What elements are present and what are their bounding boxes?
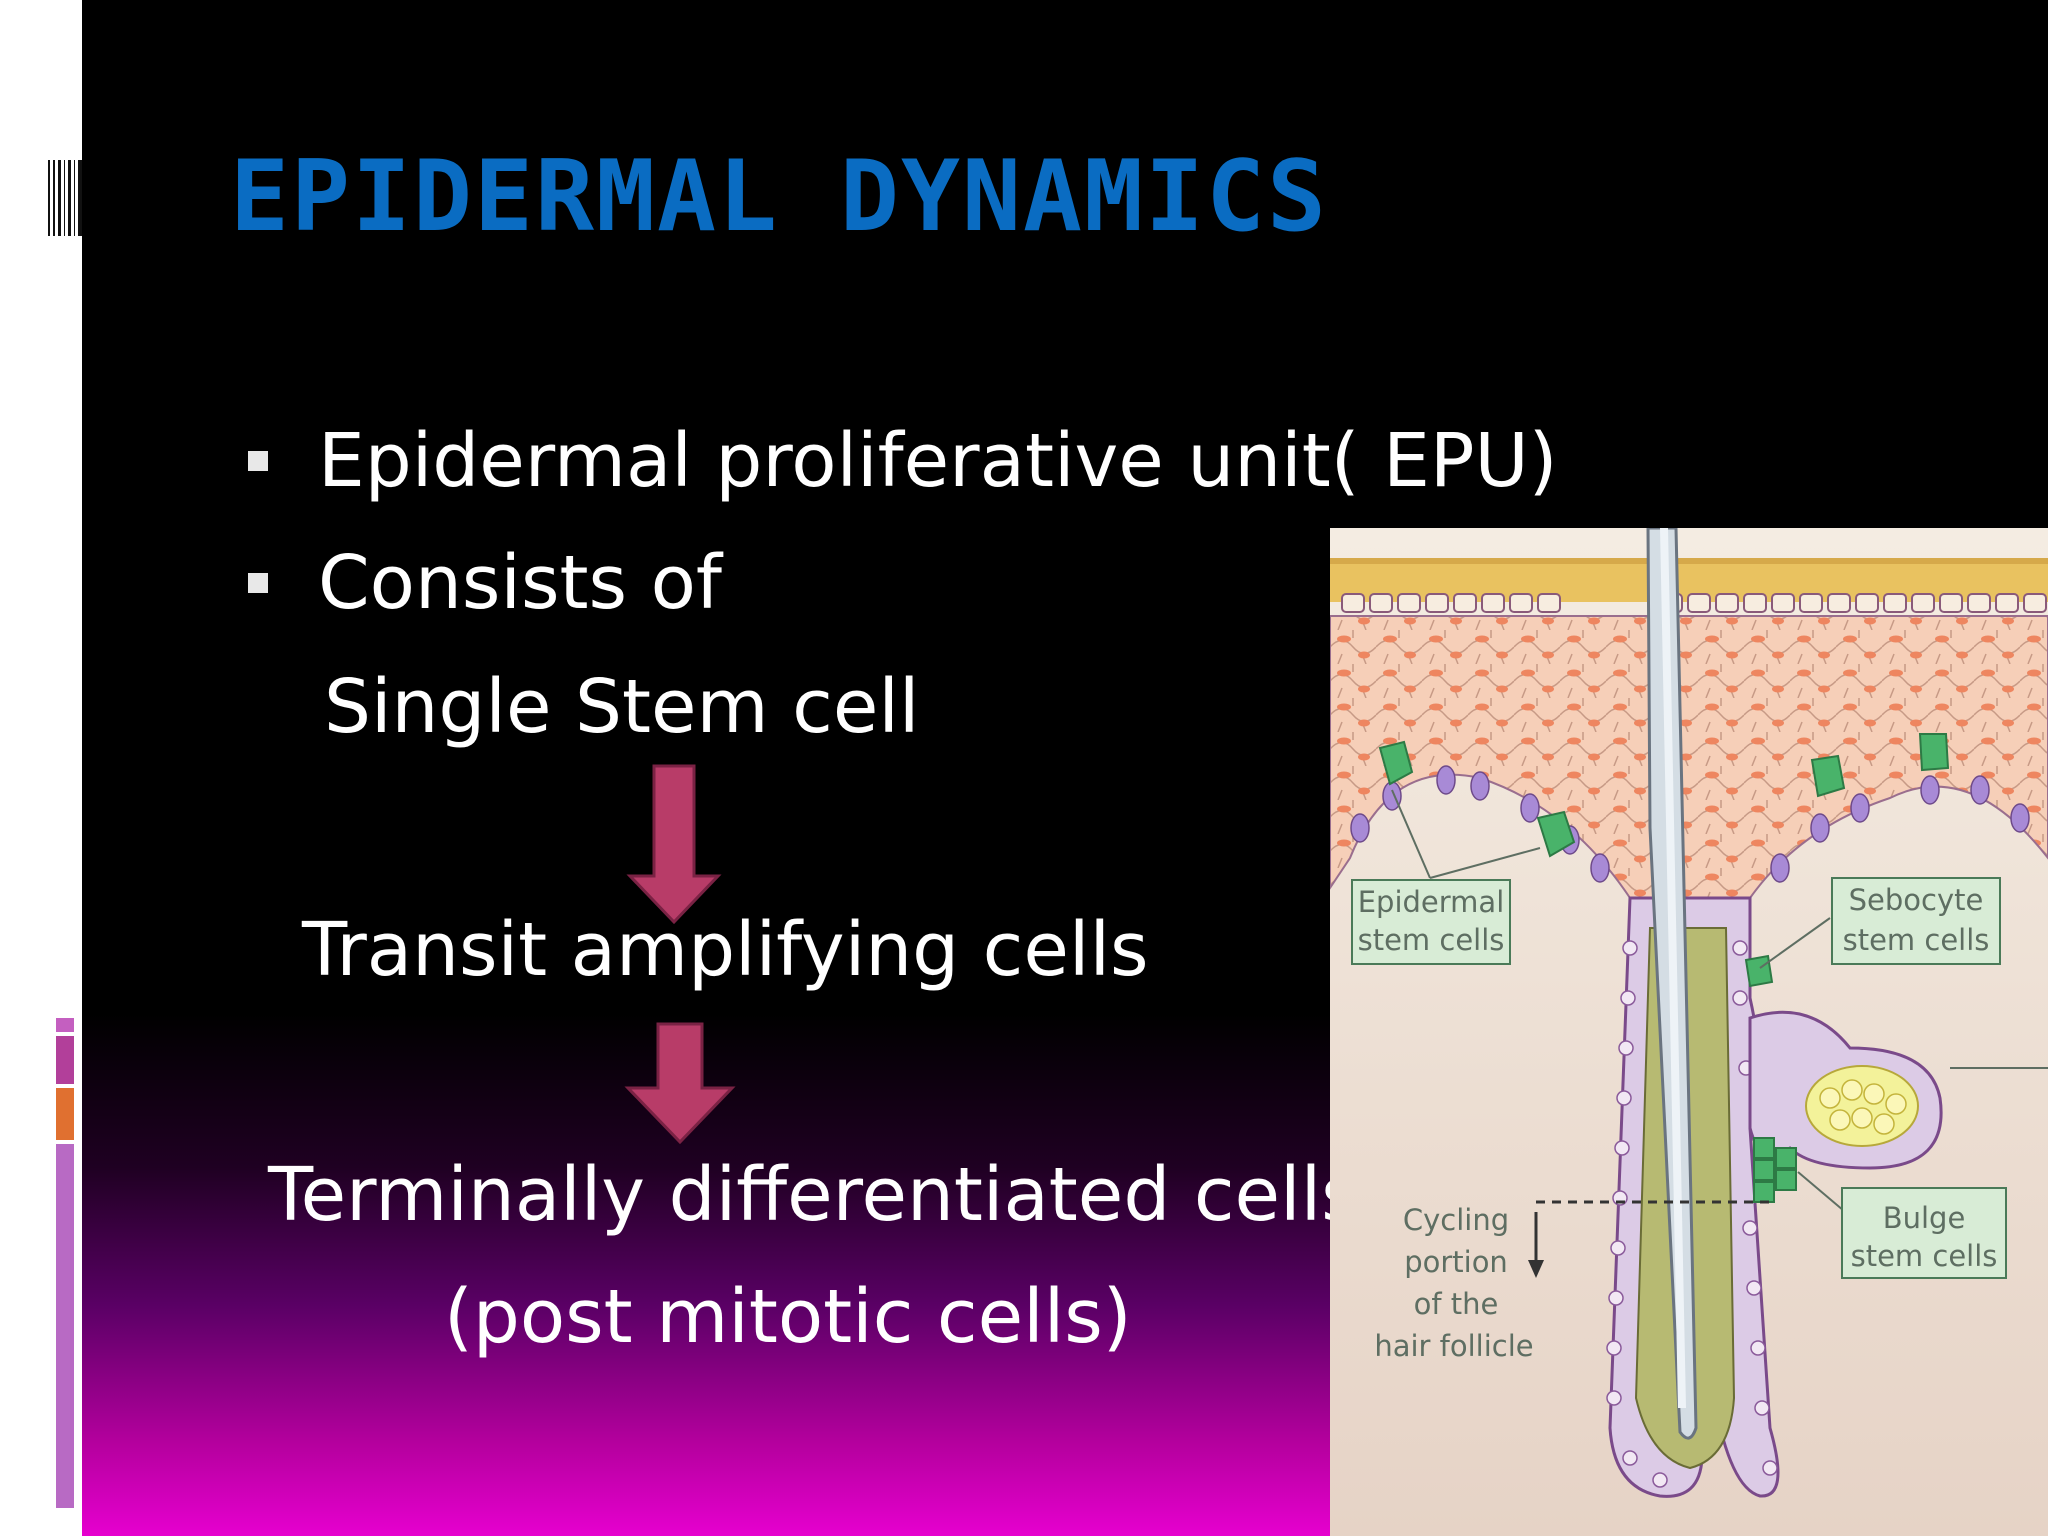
epidermal-stem-cells-label: Epidermal (1358, 885, 1505, 919)
cycling-portion-label: Cycling (1403, 1203, 1509, 1237)
flow-step-transit-amplifying: Transit amplifying cells (302, 907, 1149, 993)
bullet-item: Epidermal proliferative unit( EPU) (248, 418, 1558, 504)
bullet-square-icon (248, 451, 268, 471)
cycling-portion-label: of the (1414, 1287, 1499, 1321)
epidermal-stem-cells-label: stem cells (1358, 923, 1505, 957)
bullet-text: Consists of (318, 540, 722, 626)
down-arrow-icon (624, 1022, 736, 1145)
bullet-square-icon (248, 573, 268, 593)
hair-follicle-diagram: Epidermal stem cells Sebocyte stem cells… (1330, 528, 2048, 1536)
cycling-portion-label: portion (1404, 1245, 1508, 1279)
flow-step-stem-cell: Single Stem cell (324, 664, 920, 750)
sebocyte-stem-cells-label: stem cells (1843, 923, 1990, 957)
sebocyte-stem-cells-label: Sebocyte (1849, 883, 1984, 917)
left-decorative-strip (0, 0, 83, 1536)
color-bars-decoration (56, 1018, 74, 1508)
slide-title: EPIDERMAL DYNAMICS (230, 140, 1329, 254)
down-arrow-icon (626, 764, 722, 925)
flow-step-terminally-differentiated: Terminally differentiated cells (268, 1152, 1360, 1238)
flow-step-note: (post mitotic cells) (444, 1274, 1132, 1360)
bullet-item: Consists of (248, 540, 722, 626)
cycling-portion-label: hair follicle (1374, 1329, 1533, 1363)
bulge-stem-cells-label: stem cells (1851, 1239, 1998, 1273)
bulge-stem-cells-label: Bulge (1883, 1201, 1966, 1235)
bullet-text: Epidermal proliferative unit( EPU) (318, 418, 1558, 504)
striped-bars-decoration (48, 160, 83, 236)
hair-follicle-illustration: Epidermal stem cells Sebocyte stem cells… (1330, 528, 2048, 1536)
